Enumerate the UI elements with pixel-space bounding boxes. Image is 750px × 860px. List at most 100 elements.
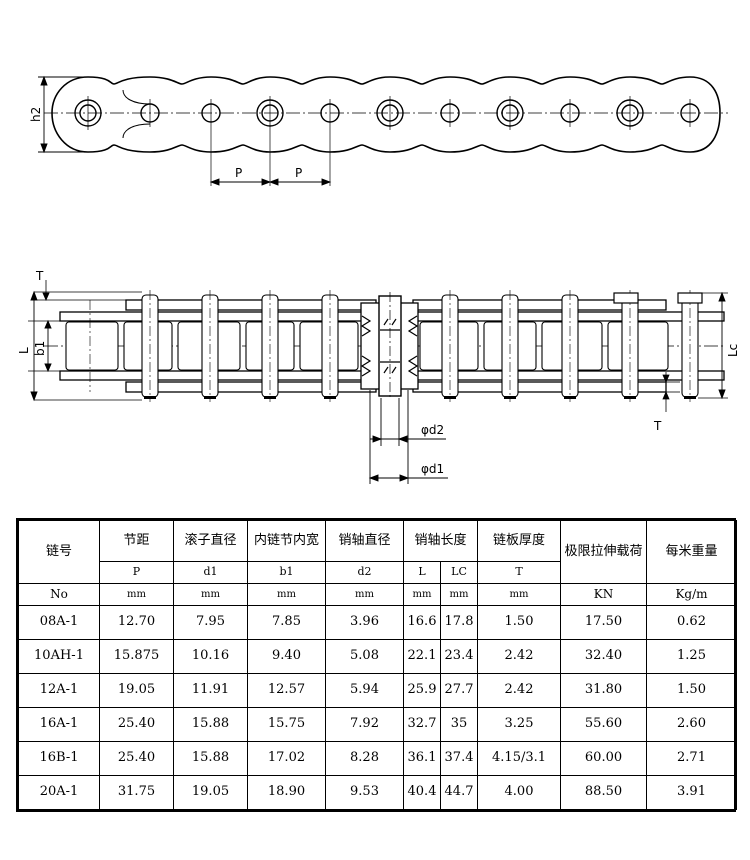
cell-pitch: 31.75: [99, 775, 174, 810]
cell-L: 32.7: [403, 707, 441, 742]
header-chain-no: 链号: [18, 520, 100, 584]
cell-L: 36.1: [403, 741, 441, 776]
header-pitch: 节距: [99, 520, 174, 562]
cell-inner: 18.90: [247, 775, 326, 810]
chain-side-view: L b1 T Lc T: [17, 269, 740, 484]
inner-width-label: b1: [33, 341, 47, 356]
unit-T: mm: [477, 583, 562, 606]
cell-inner: 12.57: [247, 673, 326, 708]
unit-load: KN: [560, 583, 648, 606]
roller-diameter-label: φd1: [421, 462, 444, 476]
cell-load: 17.50: [560, 605, 648, 640]
unit-row: No mm mm mm mm mm mm mm KN Kg/m: [18, 583, 738, 606]
cell-weight: 2.71: [646, 741, 738, 776]
unit-LC: mm: [439, 583, 479, 606]
overall-length-label: L: [17, 347, 31, 354]
chain-outline-top-view: [51, 76, 721, 153]
symbol-pin: d2: [325, 561, 404, 584]
cell-load: 31.80: [560, 673, 648, 708]
cell-weight: 1.25: [646, 639, 738, 674]
cell-LC: 37.4: [439, 741, 479, 776]
symbol-L: L: [403, 561, 441, 584]
cell-inner: 15.75: [247, 707, 326, 742]
chain-top-view: h2 P P: [29, 75, 728, 186]
unit-L: mm: [403, 583, 441, 606]
spec-table-container: 链号 节距 滚子直径 内链节内宽 销轴直径 销轴长度 链板厚度 极限拉伸载荷 每…: [16, 518, 738, 812]
cell-roller: 11.91: [173, 673, 248, 708]
cell-pin: 5.08: [325, 639, 404, 674]
pin-diameter-label: φd2: [421, 423, 444, 437]
plate-thickness-top-label: T: [35, 269, 44, 283]
unit-roller: mm: [173, 583, 248, 606]
cell-LC: 44.7: [439, 775, 479, 810]
cell-T: 1.50: [477, 605, 562, 640]
cell-pin: 9.53: [325, 775, 404, 810]
sectioned-link: [360, 292, 419, 400]
symbol-roller: d1: [173, 561, 248, 584]
cell-inner: 7.85: [247, 605, 326, 640]
h2-dimension: [38, 75, 88, 154]
cell-no: 20A-1: [18, 775, 100, 810]
cell-LC: 35: [439, 707, 479, 742]
unit-pitch: mm: [99, 583, 174, 606]
cell-pitch: 25.40: [99, 741, 174, 776]
pitch-label-1: P: [235, 166, 242, 180]
cell-L: 25.9: [403, 673, 441, 708]
cell-weight: 0.62: [646, 605, 738, 640]
cell-pitch: 19.05: [99, 673, 174, 708]
cell-load: 55.60: [560, 707, 648, 742]
connecting-length-label: Lc: [726, 344, 740, 357]
cell-weight: 3.91: [646, 775, 738, 810]
cell-T: 4.00: [477, 775, 562, 810]
cell-T: 2.42: [477, 639, 562, 674]
cell-roller: 10.16: [173, 639, 248, 674]
cell-weight: 2.60: [646, 707, 738, 742]
plate-thickness-bottom-label: T: [653, 419, 662, 433]
cell-pitch: 12.70: [99, 605, 174, 640]
cell-T: 4.15/3.1: [477, 741, 562, 776]
cell-LC: 27.7: [439, 673, 479, 708]
header-tensile-load: 极限拉伸载荷: [560, 520, 648, 584]
cell-roller: 19.05: [173, 775, 248, 810]
cell-pin: 7.92: [325, 707, 404, 742]
chain-technical-drawing: h2 P P: [17, 75, 740, 484]
unit-inner: mm: [247, 583, 326, 606]
pitch-dimension: [209, 178, 332, 186]
chain-spec-table: 链号 节距 滚子直径 内链节内宽 销轴直径 销轴长度 链板厚度 极限拉伸载荷 每…: [18, 520, 738, 810]
header-pin-length: 销轴长度: [402, 520, 479, 562]
cell-pin: 5.94: [325, 673, 404, 708]
cell-no: 10AH-1: [18, 639, 100, 674]
cell-pin: 8.28: [325, 741, 404, 776]
cell-no: 08A-1: [18, 605, 100, 640]
unit-no: No: [18, 583, 100, 606]
header-weight: 每米重量: [646, 520, 738, 584]
cell-pin: 3.96: [325, 605, 404, 640]
header-roller-diameter: 滚子直径: [173, 520, 248, 562]
cell-load: 88.50: [560, 775, 648, 810]
header-plate-thickness: 链板厚度: [477, 520, 562, 562]
cell-no: 12A-1: [18, 673, 100, 708]
cell-roller: 15.88: [173, 741, 248, 776]
cell-L: 16.6: [403, 605, 441, 640]
header-pin-diameter: 销轴直径: [325, 520, 404, 562]
cell-no: 16B-1: [18, 741, 100, 776]
header-inner-width: 内链节内宽: [247, 520, 326, 562]
cell-T: 3.25: [477, 707, 562, 742]
pitch-label-2: P: [295, 166, 302, 180]
cell-load: 32.40: [560, 639, 648, 674]
overall-length-dimension: [30, 290, 38, 402]
cell-T: 2.42: [477, 673, 562, 708]
symbol-inner: b1: [247, 561, 326, 584]
cell-inner: 17.02: [247, 741, 326, 776]
cell-inner: 9.40: [247, 639, 326, 674]
cell-weight: 1.50: [646, 673, 738, 708]
header-row: 链号 节距 滚子直径 内链节内宽 销轴直径 销轴长度 链板厚度 极限拉伸载荷 每…: [18, 520, 738, 584]
symbol-pitch: P: [99, 561, 174, 584]
symbol-LC: LC: [439, 561, 479, 584]
cell-pitch: 15.875: [99, 639, 174, 674]
cell-pitch: 25.40: [99, 707, 174, 742]
